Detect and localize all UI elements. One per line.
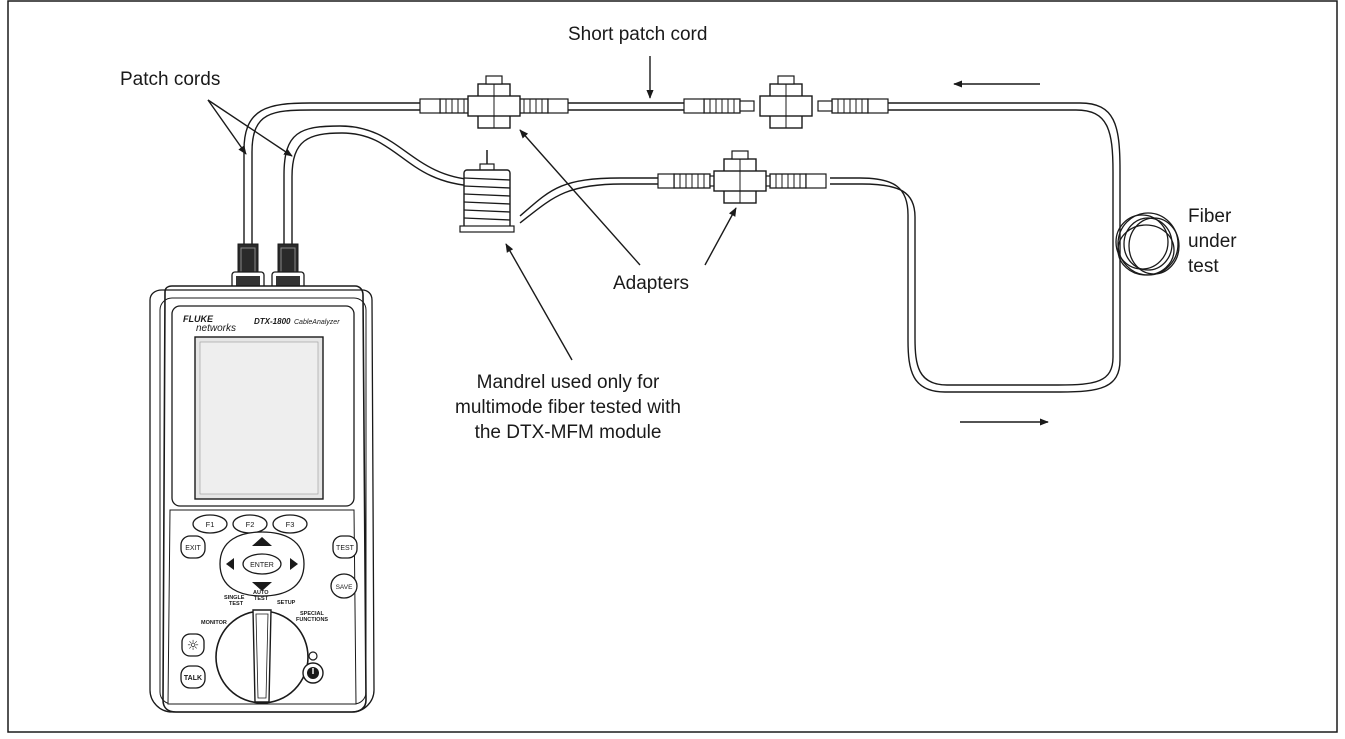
dial-single-label-2: TEST: [229, 601, 244, 607]
f3-key[interactable]: F3: [272, 514, 308, 534]
dtx-cable-analyzer: FLUKE networks DTX-1800 CableAnalyzer F1…: [149, 243, 375, 713]
label-mandrel-line-2: multimode fiber tested with: [455, 397, 681, 418]
dial-monitor-label: MONITOR: [201, 620, 227, 626]
test-key[interactable]: TEST: [332, 535, 358, 559]
label-short-patch-cord: Short patch cord: [568, 24, 707, 45]
brand-networks: networks: [196, 323, 236, 334]
label-adapters: Adapters: [613, 273, 689, 294]
dial-auto-label-2: TEST: [254, 596, 269, 602]
down-arrow-key[interactable]: [252, 582, 272, 591]
label-fiber-line-1: Fiber: [1188, 206, 1232, 227]
model-suffix: CableAnalyzer: [294, 319, 340, 326]
exit-key[interactable]: EXIT: [180, 535, 206, 559]
f1-key[interactable]: F1: [192, 514, 228, 534]
adapter-c: [657, 150, 827, 204]
svg-text:TALK: TALK: [184, 675, 202, 682]
dial-single-label-1: SINGLE: [224, 595, 245, 601]
label-fiber-line-2: under: [1188, 231, 1237, 252]
model-name: DTX-1800: [254, 317, 291, 326]
svg-text:F1: F1: [206, 520, 215, 529]
svg-text:F3: F3: [286, 520, 295, 529]
talk-key[interactable]: TALK: [180, 665, 206, 689]
dial-auto-label-1: AUTO: [253, 590, 269, 596]
svg-text:EXIT: EXIT: [185, 545, 201, 552]
device-port-1: [231, 243, 265, 291]
label-mandrel-line-1: Mandrel used only for: [477, 372, 660, 393]
svg-text:F2: F2: [246, 520, 255, 529]
fiber-coil: [1115, 212, 1180, 276]
enter-key[interactable]: ENTER: [242, 553, 282, 575]
mandrel: [459, 150, 515, 233]
f2-key[interactable]: F2: [232, 514, 268, 534]
power-led: [308, 651, 318, 661]
dial-special-label-1: SPECIAL: [300, 611, 324, 617]
annotation-arrows: [207, 56, 1049, 426]
device-port-2: [271, 243, 305, 291]
backlight-key[interactable]: ☼: [181, 633, 205, 657]
right-arrow-key[interactable]: [290, 558, 298, 570]
dial-special-label-2: FUNCTIONS: [296, 617, 328, 623]
label-patch-cords: Patch cords: [120, 69, 220, 90]
navigation-pad: ENTER: [219, 531, 305, 597]
brand-fluke: FLUKE: [183, 314, 214, 324]
diagram-border: [7, 0, 1338, 733]
label-mandrel-line-3: the DTX-MFM module: [475, 422, 662, 443]
adapter-b: [683, 75, 889, 129]
sun-icon: ☼: [187, 638, 200, 654]
rotary-dial[interactable]: [215, 609, 309, 704]
svg-text:ENTER: ENTER: [250, 562, 274, 569]
adapter-a: [419, 75, 569, 129]
fiber-cables: [243, 102, 1121, 393]
left-arrow-key[interactable]: [226, 558, 234, 570]
dial-setup-label: SETUP: [277, 600, 296, 606]
up-arrow-key[interactable]: [252, 537, 272, 546]
svg-text:TEST: TEST: [336, 545, 355, 552]
save-key[interactable]: SAVE: [330, 573, 358, 599]
label-fiber-line-3: test: [1188, 256, 1219, 277]
power-button[interactable]: [302, 662, 324, 684]
svg-text:SAVE: SAVE: [336, 584, 354, 591]
